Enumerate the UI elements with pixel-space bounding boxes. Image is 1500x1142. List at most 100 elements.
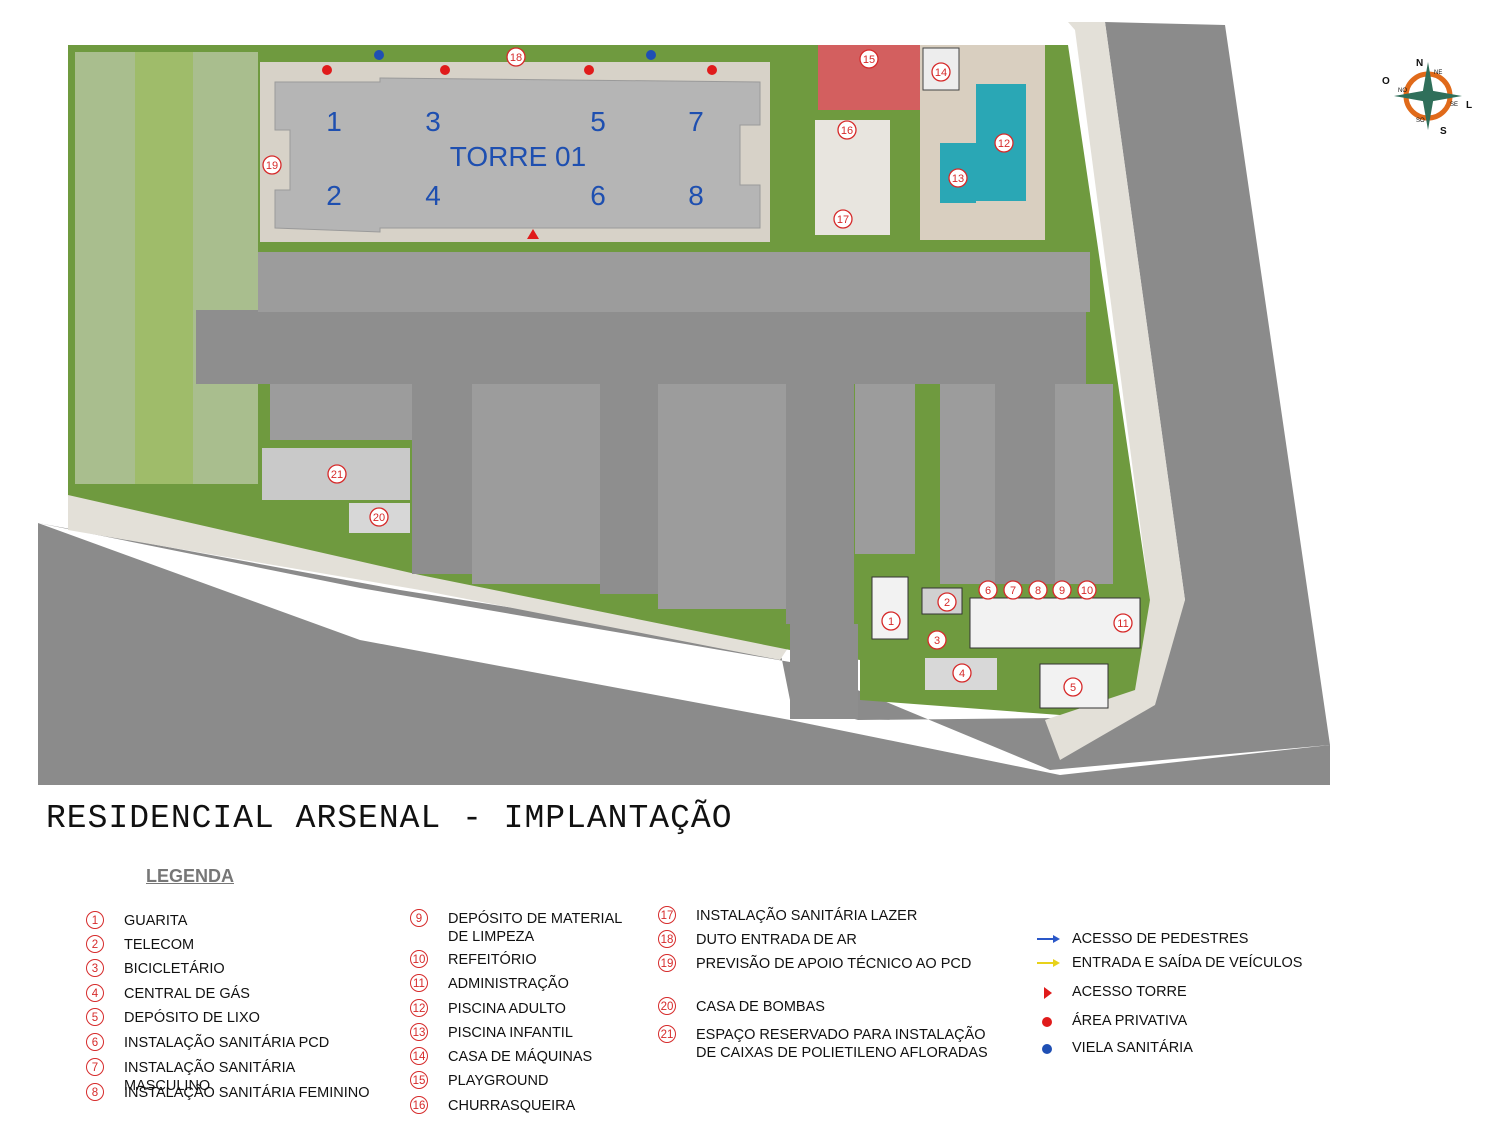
compass-n: N xyxy=(1416,58,1423,69)
unit-1: 1 xyxy=(326,106,342,137)
dot-icon xyxy=(1042,1017,1052,1027)
green-paver-strip xyxy=(135,52,193,484)
tower-access-marker xyxy=(527,229,539,239)
legend-text: INSTALAÇÃO SANITÁRIA PCD xyxy=(124,1035,330,1051)
arrow-icon xyxy=(1037,935,1060,943)
private-area-markers xyxy=(322,65,717,75)
svg-text:15: 15 xyxy=(863,54,875,66)
svg-text:4: 4 xyxy=(959,668,965,680)
compass-o: O xyxy=(1382,76,1390,87)
legend-number: 5 xyxy=(86,1008,104,1026)
sidewalk-right xyxy=(1045,22,1185,760)
legend-number: 6 xyxy=(86,1033,104,1051)
legend-number: 2 xyxy=(86,935,104,953)
legend-number: 7 xyxy=(86,1058,104,1076)
plan-marker-17: 17 xyxy=(833,209,853,229)
svg-text:13: 13 xyxy=(952,173,964,185)
symbol-text: ACESSO DE PEDESTRES xyxy=(1072,931,1249,947)
plan-marker-6: 6 xyxy=(978,580,998,600)
legend-text: TELECOM xyxy=(124,937,195,953)
legend-text: DUTO ENTRADA DE AR xyxy=(696,932,857,948)
svg-text:17: 17 xyxy=(837,214,849,226)
svg-text:9: 9 xyxy=(1059,585,1065,597)
legend-text: INSTALAÇÃO SANITÁRIA MASCULINO xyxy=(124,1060,295,1094)
plan-marker-14: 14 xyxy=(931,62,951,82)
legend-text: INSTALAÇÃO SANITÁRIA FEMININO xyxy=(124,1085,370,1101)
legend-text: DEPÓSITO DE MATERIAL DE LIMPEZA xyxy=(448,911,622,945)
legend-number: 19 xyxy=(658,954,676,972)
parking-left xyxy=(270,384,412,440)
parking-col-2 xyxy=(658,384,786,609)
legend-number: 8 xyxy=(86,1083,104,1101)
plan-marker-8: 8 xyxy=(1028,580,1048,600)
legend-number: 10 xyxy=(410,950,428,968)
unit-7: 7 xyxy=(688,106,704,137)
legend-text: ADMINISTRAÇÃO xyxy=(448,976,569,992)
parking-col-3 xyxy=(855,384,915,554)
compass-s: S xyxy=(1440,126,1447,137)
aisle-v4 xyxy=(995,384,1055,584)
legend-number: 4 xyxy=(86,984,104,1002)
aisle-v1 xyxy=(412,384,472,574)
compass-so: SO xyxy=(1416,118,1425,124)
paver-right xyxy=(193,52,258,484)
legend-text: CHURRASQUEIRA xyxy=(448,1098,576,1114)
plan-marker-4: 4 xyxy=(952,663,972,683)
svg-text:11: 11 xyxy=(1117,618,1128,630)
svg-text:2: 2 xyxy=(944,597,950,609)
compass-l: L xyxy=(1466,100,1472,111)
plan-marker-12: 12 xyxy=(994,133,1014,153)
legend-number: 17 xyxy=(658,906,676,924)
legend-text: INSTALAÇÃO SANITÁRIA LAZER xyxy=(696,908,918,924)
unit-3: 3 xyxy=(425,106,441,137)
crosswalk xyxy=(795,695,850,717)
plan-marker-21: 21 xyxy=(327,464,347,484)
parking-col-5 xyxy=(1055,384,1113,584)
legend-text: CENTRAL DE GÁS xyxy=(124,986,250,1002)
aisle-v3 xyxy=(786,384,854,624)
svg-text:12: 12 xyxy=(998,138,1010,150)
svg-text:3: 3 xyxy=(934,635,940,647)
compass-no: NO xyxy=(1398,88,1407,94)
service-building xyxy=(969,597,1141,649)
sidewalk-street xyxy=(68,480,790,660)
symbol-text: ACESSO TORRE xyxy=(1072,984,1187,1000)
legend-number: 14 xyxy=(410,1047,428,1065)
legend-text: CASA DE MÁQUINAS xyxy=(448,1049,593,1065)
legend-number: 1 xyxy=(86,911,104,929)
legend-number: 18 xyxy=(658,930,676,948)
drive-aisle xyxy=(196,310,1086,384)
svg-text:6: 6 xyxy=(985,585,991,597)
svg-text:14: 14 xyxy=(935,67,947,79)
legend-number: 15 xyxy=(410,1071,428,1089)
plan-marker-19: 19 xyxy=(262,155,282,175)
plan-marker-2: 2 xyxy=(937,592,957,612)
paver-left xyxy=(75,52,135,484)
compass-se: SE xyxy=(1450,102,1458,108)
unit-2: 2 xyxy=(326,180,342,211)
street xyxy=(38,22,1330,770)
legend-number: 21 xyxy=(658,1025,676,1043)
dot-icon xyxy=(1042,1044,1052,1054)
legend-text: PLAYGROUND xyxy=(448,1073,549,1089)
plan-marker-10: 10 xyxy=(1077,580,1097,600)
sanitary-markers xyxy=(374,50,656,60)
svg-text:8: 8 xyxy=(1035,585,1041,597)
symbol-text: VIELA SANITÁRIA xyxy=(1072,1040,1193,1056)
tower-label: TORRE 01 xyxy=(450,141,586,172)
bbq-area xyxy=(815,120,890,235)
parking-row-top xyxy=(258,252,1090,312)
legend-text: ESPAÇO RESERVADO PARA INSTALAÇÃO DE CAIX… xyxy=(696,1027,988,1061)
svg-text:1: 1 xyxy=(888,616,894,628)
tower-units: 1 2 3 4 5 6 7 8 xyxy=(326,106,704,211)
machine-room xyxy=(922,47,960,91)
plan-marker-3: 3 xyxy=(927,630,947,650)
legend-text: PREVISÃO DE APOIO TÉCNICO AO PCD xyxy=(696,956,972,972)
svg-text:21: 21 xyxy=(331,469,343,481)
svg-text:18: 18 xyxy=(510,52,522,64)
legend-text: PISCINA INFANTIL xyxy=(448,1025,573,1041)
legend-heading: LEGENDA xyxy=(146,866,235,886)
unit-4: 4 xyxy=(425,180,441,211)
unit-5: 5 xyxy=(590,106,606,137)
